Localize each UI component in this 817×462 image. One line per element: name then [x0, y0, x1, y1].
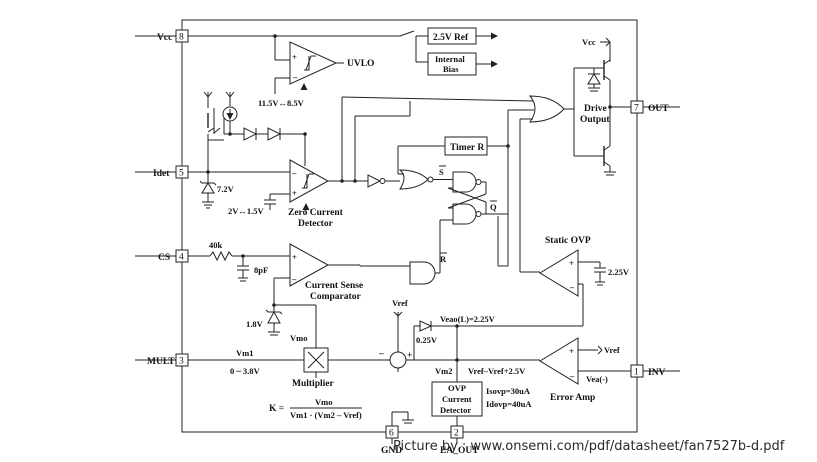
vref-eq-label: Vref–Vref+2.5V	[468, 366, 526, 376]
drive-label-2: Output	[580, 115, 610, 125]
q-bar-label: Q	[490, 202, 497, 212]
pin-cs-label: CS	[158, 253, 170, 263]
vref-ea-label: Vref	[604, 345, 620, 355]
idovp-label: Idovp=40uA	[486, 399, 532, 409]
pin-inv-label: INV	[648, 368, 666, 378]
gnd-symbol	[391, 411, 414, 426]
ovp-225-label: 2.25V	[608, 267, 630, 277]
c8pf-label: 8pF	[254, 265, 268, 275]
logic-section: S Q R Timer R	[367, 110, 510, 285]
ref-block: 2.5V Ref	[427, 27, 498, 45]
r-bar-label: R	[440, 254, 447, 264]
pin-out-num: 7	[634, 104, 639, 114]
ic-outline	[181, 19, 638, 433]
svg-text:+: +	[292, 52, 297, 62]
veao-label: Veao(L)=2.25V	[440, 314, 496, 324]
svg-text:+: +	[569, 346, 574, 356]
ovp-current-detector: OVP Current Detector Isovp=30uA Idovp=40…	[431, 381, 532, 417]
pin-vcc-label: Vcc	[157, 33, 172, 43]
svg-text:–: –	[378, 349, 384, 359]
pin-out-label: OUT	[648, 104, 669, 114]
pin-gnd: 6 GND	[381, 425, 402, 456]
s-bar-label: S	[439, 167, 444, 177]
pin-inv-num: 1	[634, 368, 639, 378]
uvlo-threshold: 11.5V↔8.5V	[258, 98, 305, 108]
vea-minus-label: Vea(-)	[586, 374, 608, 384]
svg-text:Internal: Internal	[435, 54, 465, 64]
zener-72-label: 7.2V	[217, 184, 235, 194]
current-sense-comparator: + – Current Sense Comparator 1.8V Vmo	[246, 243, 410, 348]
zcd-label-2: Detector	[298, 219, 334, 229]
vcc-bus	[188, 30, 428, 63]
pin-idet-label: Idet	[153, 169, 170, 179]
svg-text:–: –	[291, 168, 297, 178]
static-ovp-comparator: Static OVP + – 2.25V	[539, 236, 630, 326]
zener-18-label: 1.8V	[246, 319, 264, 329]
vmo-label: Vmo	[290, 333, 307, 343]
pin-eaout-label: EA_OUT	[440, 446, 479, 456]
csc-label-2: Comparator	[310, 292, 361, 302]
error-amp-label: Error Amp	[550, 393, 595, 403]
r40k-label: 40k	[209, 240, 223, 250]
svg-text:Vmo: Vmo	[315, 397, 332, 407]
vref-top-label: Vref	[392, 298, 408, 308]
zero-current-detector: – + 2V↔1.5V Zero Current Detector	[228, 159, 368, 229]
vm2-label: Vm2	[435, 366, 452, 376]
multiplier-block: Vm1 0 ~ 3.8V Multiplier K = Vmo Vm1 · (V…	[188, 347, 390, 420]
pin-mult: MULT 3	[135, 353, 189, 367]
drive-label-1: Drive	[584, 104, 607, 114]
static-ovp-label: Static OVP	[545, 236, 591, 246]
pin-gnd-num: 6	[389, 429, 394, 439]
svg-text:Bias: Bias	[443, 64, 459, 74]
svg-text:Vm1 · (Vm2 – Vref): Vm1 · (Vm2 – Vref)	[290, 410, 362, 420]
or-gate	[341, 95, 574, 273]
pin-eaout-num: 2	[454, 429, 459, 439]
drive-output: Vcc Drive Output	[573, 37, 631, 176]
error-amplifier: + – Vref Vea(-) Error Amp	[539, 337, 631, 403]
uvlo-comparator: + – UVLO 11.5V↔8.5V	[258, 41, 374, 108]
svg-text:–: –	[569, 282, 575, 292]
vm1-label: Vm1	[236, 348, 253, 358]
pin-cs-num: 4	[179, 253, 184, 263]
source-caption: Picture by : www.onsemi.com/pdf/datashee…	[393, 439, 785, 454]
svg-text:K =: K =	[269, 404, 284, 414]
veao-clamp: Veao(L)=2.25V 0.25V Vm2 Vref–Vref+2.5V	[406, 314, 583, 426]
bias-block: Internal Bias	[427, 52, 498, 76]
csc-label-1: Current Sense	[305, 281, 363, 291]
svg-text:OVP: OVP	[448, 383, 466, 393]
pin-vcc-num: 8	[179, 33, 184, 43]
pin-mult-num: 3	[179, 357, 184, 367]
svg-text:–: –	[569, 371, 575, 381]
pin-gnd-label: GND	[381, 446, 402, 456]
timer-label: Timer R	[450, 143, 484, 153]
svg-text:–: –	[292, 72, 298, 82]
uvlo-label: UVLO	[347, 59, 374, 69]
svg-text:Detector: Detector	[440, 405, 471, 415]
pin-idet-num: 5	[179, 169, 184, 179]
pin-mult-label: MULT	[147, 357, 175, 367]
svg-text:+: +	[569, 258, 574, 268]
svg-text:+: +	[407, 351, 412, 361]
zcd-threshold: 2V↔1.5V	[228, 206, 265, 216]
pin-idet: Idet 5	[135, 165, 189, 179]
zcd-label-1: Zero Current	[288, 208, 344, 218]
summing-junction: – + Vref	[378, 298, 412, 372]
multiplier-label: Multiplier	[292, 379, 334, 389]
d025-label: 0.25V	[416, 335, 438, 345]
pin-vcc: Vcc 8	[135, 29, 189, 43]
pin-inv: 1 INV	[630, 364, 680, 378]
current-sense-input: 40k 8pF	[188, 240, 290, 282]
svg-text:Current: Current	[442, 394, 472, 404]
pin-cs: CS 4	[135, 249, 189, 263]
mult-range-label: 0 ~ 3.8V	[230, 366, 261, 376]
isovp-label: Isovp=30uA	[486, 386, 531, 396]
svg-text:+: +	[292, 252, 297, 262]
svg-text:Vcc: Vcc	[582, 37, 596, 47]
svg-text:+: +	[292, 188, 297, 198]
svg-text:–: –	[291, 274, 297, 284]
idet-clamp-circuit: 7.2V	[188, 91, 307, 209]
pin-out: 7 OUT	[630, 100, 680, 114]
ref-label: 2.5V Ref	[433, 33, 469, 43]
